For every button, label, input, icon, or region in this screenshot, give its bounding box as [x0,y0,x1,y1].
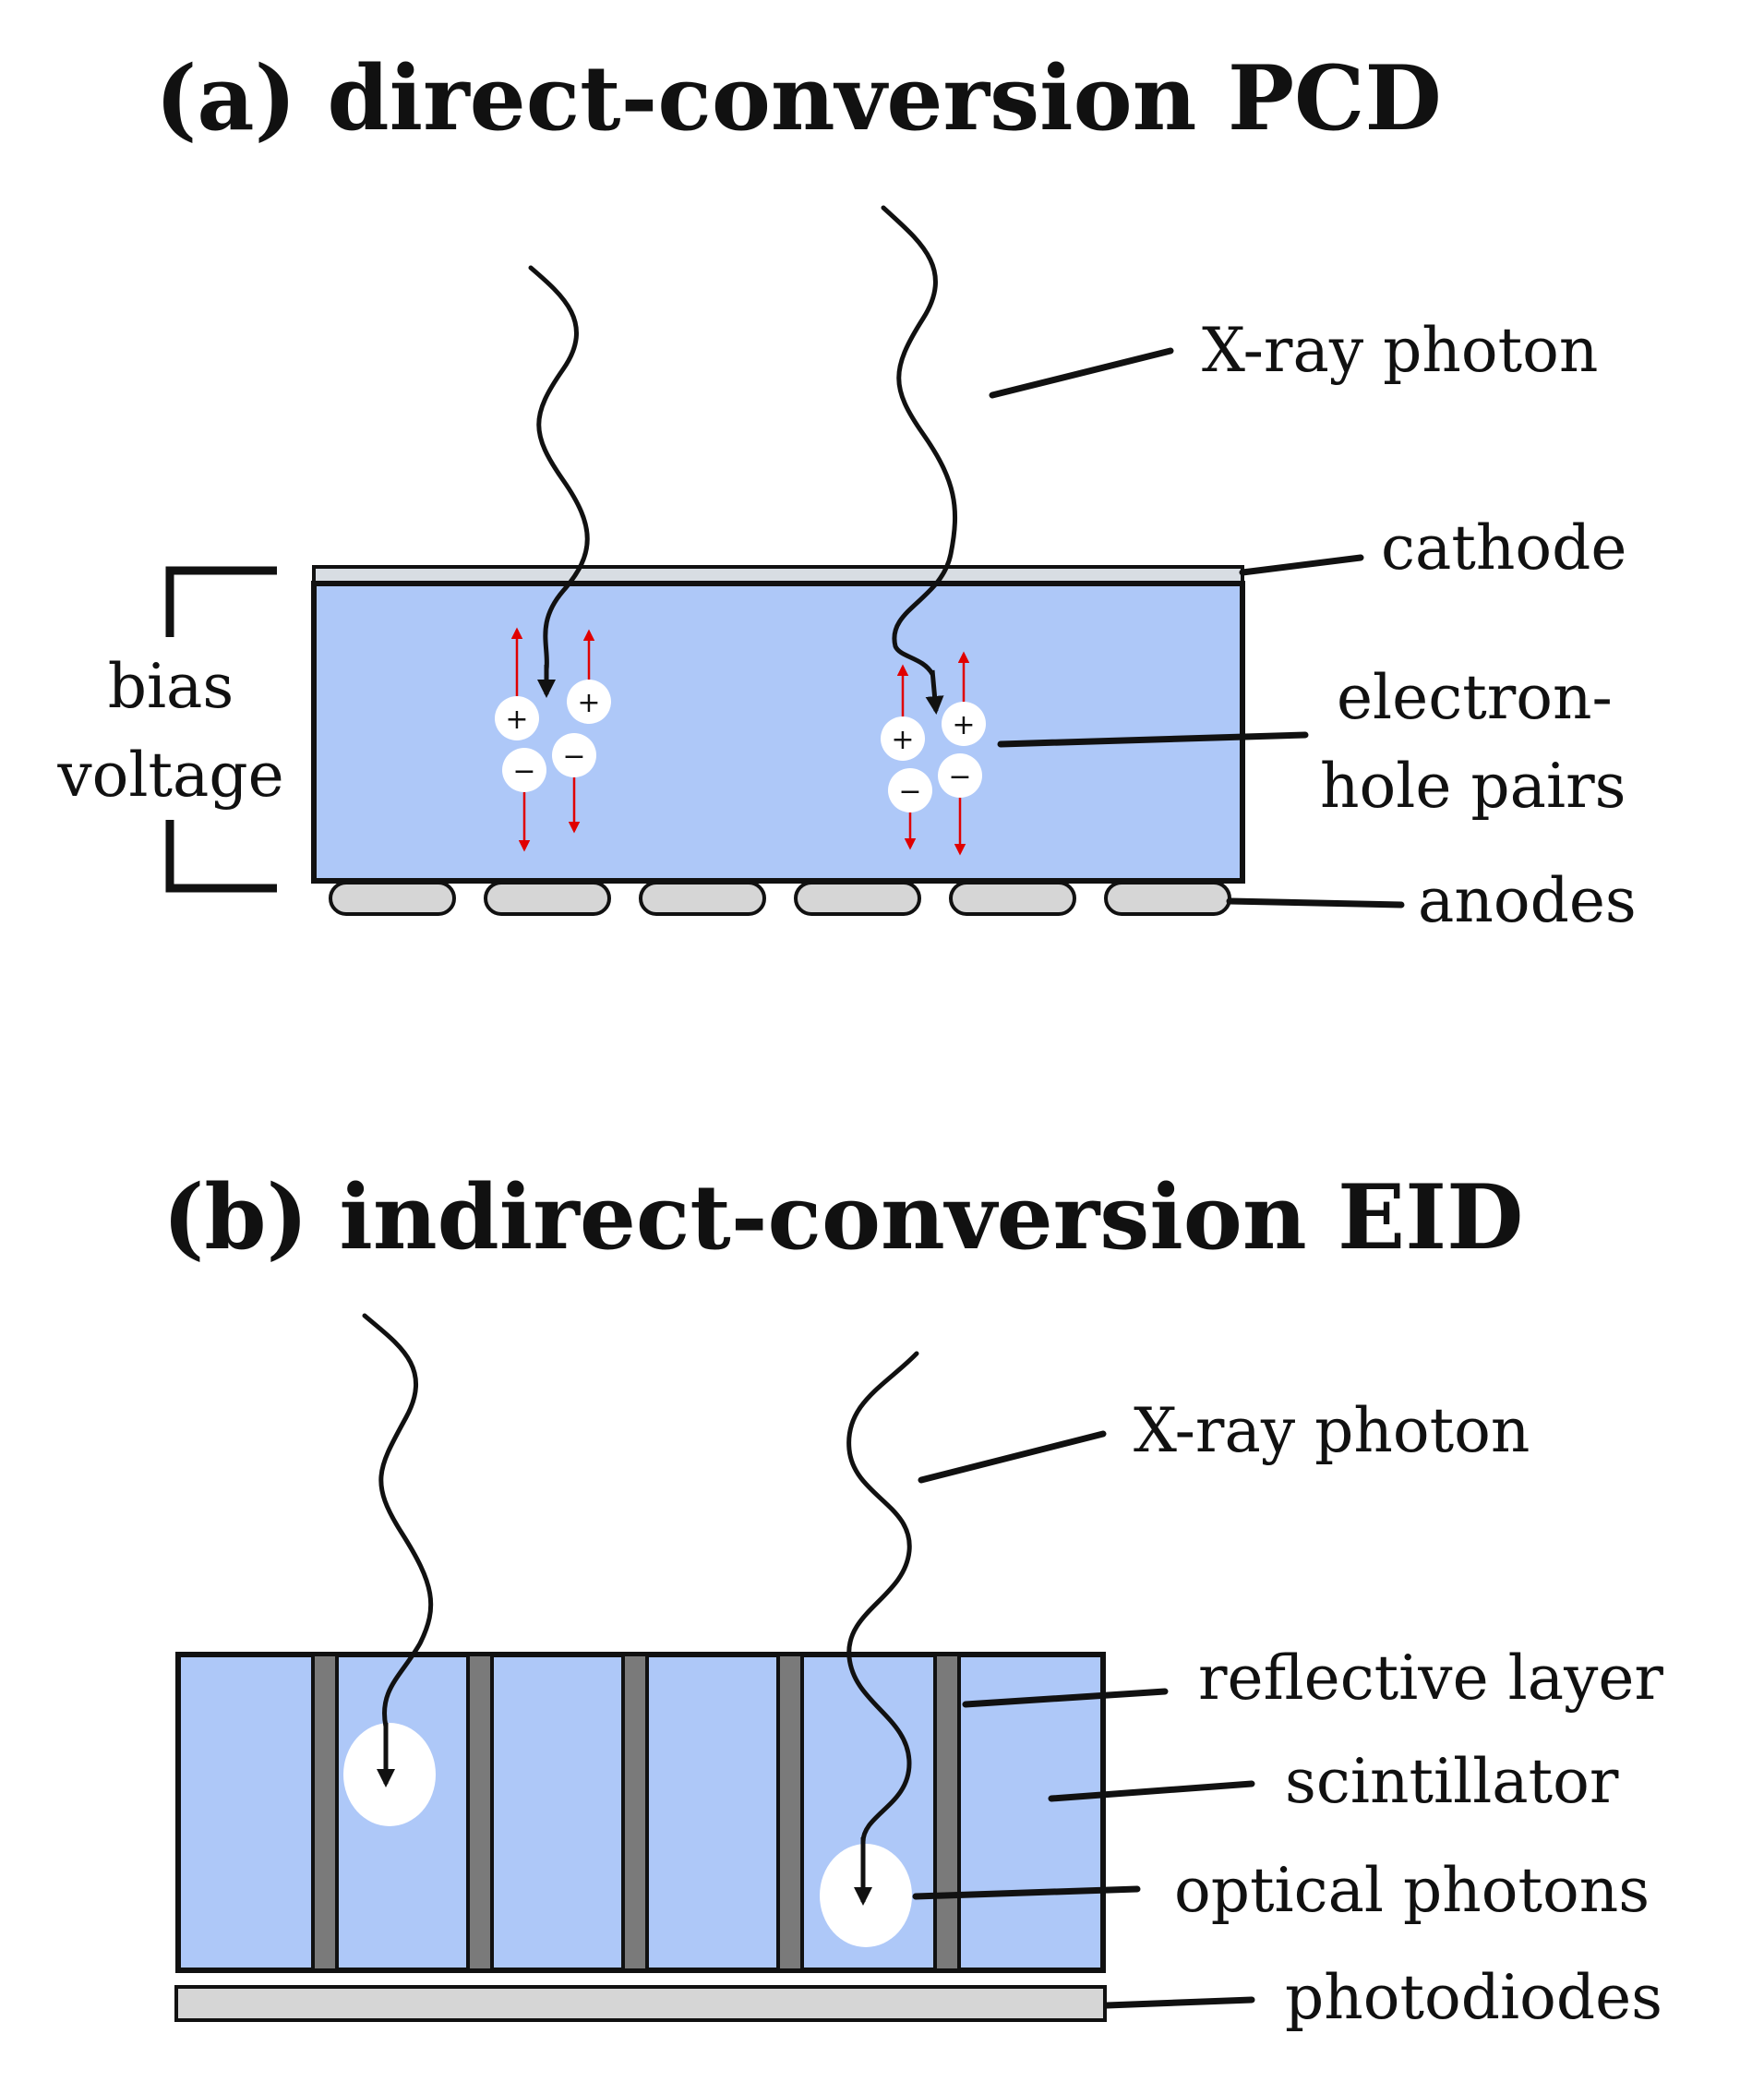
anodes-label: anodes [1418,865,1637,936]
optical-leader-line [912,1885,1141,1900]
xray-photon-label: X-ray photon [1134,1395,1530,1466]
cathode-label: cathode [1381,512,1626,584]
title-b: (b) indirect-conversion EID [162,1165,1523,1270]
scintillator-label: scintillator [1285,1746,1619,1817]
xray-photon-wave [846,1351,919,1845]
xray-photon-wave [362,1313,434,1729]
anode [484,881,611,916]
reflective-septum [466,1653,494,1972]
reflective-layer-label: reflective layer [1198,1643,1663,1714]
xray-photon-wave [881,205,957,677]
optical-photons-label: optical photons [1174,1855,1650,1926]
anode [639,881,766,916]
optical-photon-blob [343,1723,436,1826]
hole-sign: + [891,724,914,756]
anode [329,881,456,916]
electron-sign: − [512,755,535,788]
xray-leader-line [918,1430,1107,1484]
photodiodes-label: photodiodes [1285,1962,1662,2033]
optical-photon-blob [820,1844,912,1947]
bias-bracket-bottom [165,820,277,893]
electron-sign: − [948,761,971,793]
electron-hole-cluster: + + − − [881,651,986,856]
title-a: (a) direct-conversion PCD [155,46,1442,150]
bias-bracket-top [165,566,277,637]
hole-sign: + [577,687,600,719]
reflective-leader-line [962,1688,1169,1708]
reflective-septum [621,1653,649,1972]
xray-leader-line [989,347,1174,399]
bias-label: bias [108,651,234,722]
electron-label: electron- [1337,662,1613,733]
hole-pairs-label: hole pairs [1320,751,1626,822]
semiconductor-body [311,581,1245,884]
xray-photon-arrowhead [925,669,944,715]
anode [1104,881,1231,916]
reflective-septum [311,1653,339,1972]
hole-sign: + [952,709,975,741]
photodiodes-leader-line [1103,1996,1255,2009]
reflective-septum [933,1653,961,1972]
reflective-septum [776,1653,804,1972]
cathode-leader-line [1239,554,1364,576]
xray-photon-label: X-ray photon [1202,315,1598,386]
anode [949,881,1076,916]
xray-photon-wave [528,265,590,672]
anode [794,881,921,916]
electron-sign: − [562,740,585,773]
anodes-leader-line [1226,897,1405,909]
hole-sign: + [505,704,528,736]
electron-hole-cluster: + + − − [495,627,611,852]
scintillator-leader-line [1048,1780,1255,1802]
electron-sign: − [898,776,921,808]
pairs-leader-line [997,731,1309,748]
voltage-label: voltage [56,740,283,811]
photodiode-strip [174,1985,1107,2022]
